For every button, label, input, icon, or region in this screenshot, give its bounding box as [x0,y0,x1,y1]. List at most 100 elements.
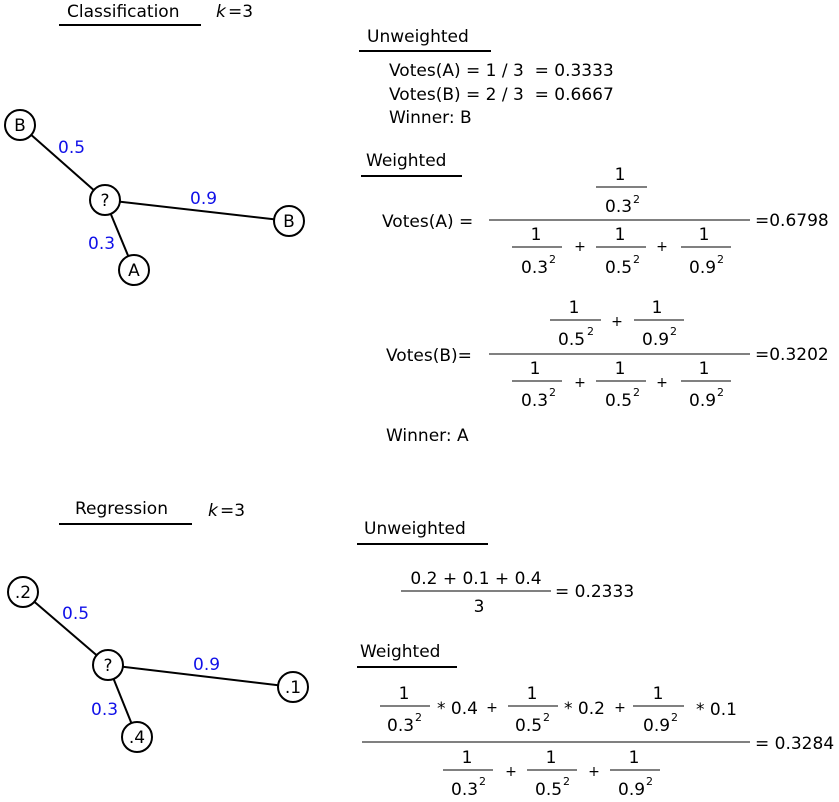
classification-k-value: =3 [228,2,253,22]
distance-label-01: 0.9 [193,655,220,675]
term-base: 0.5 [558,330,585,350]
term-exponent: 2 [479,775,486,788]
term-base: 0.9 [642,330,669,350]
node-value-04 [121,721,153,753]
classification-graph: B ? B A 0.5 0.9 0.3 [4,109,305,286]
unweighted-votes-a: Votes(A) = 1 / 3 = 0.3333 [389,61,614,81]
unweighted-denominator: 3 [474,597,485,617]
plus-sign: + [656,239,668,255]
term-one: 1 [652,298,663,318]
unweighted-winner: Winner: B [389,108,472,128]
plus-sign: + [611,314,623,330]
term-one: 1 [527,684,538,704]
edge-01 [107,664,294,688]
term-one: 1 [699,359,710,379]
edge-b1 [19,124,106,201]
plus-sign: + [505,764,517,780]
node-b-upper-label: B [14,116,26,136]
unweighted-votes-b: Votes(B) = 2 / 3 = 0.6667 [389,85,614,105]
edge-b2 [104,199,290,222]
multiplier-04: * 0.4 [437,699,478,719]
regression-k-label: k [208,501,219,521]
plus-sign: + [588,764,600,780]
node-value-02-label: .2 [15,583,31,603]
classification-title: Classification [67,2,179,22]
term-one: 1 [699,225,710,245]
node-value-02 [7,576,39,608]
term-exponent: 2 [633,193,640,206]
term-exponent: 2 [717,253,724,266]
term-base: 0.3 [605,197,632,217]
term-one: 1 [653,684,664,704]
regression-title: Regression [75,499,168,519]
term-one: 1 [569,298,580,318]
weighted-votes-a-result: =0.6798 [755,211,829,231]
term-one: 1 [530,359,541,379]
term-base: 0.3 [451,780,478,800]
term-one: 1 [399,684,410,704]
classification-weighted-heading: Weighted [366,151,446,171]
term-base: 0.5 [605,258,632,278]
regression-graph: .2 ? .1 .4 0.5 0.9 0.3 [7,576,309,753]
node-value-01-label: .1 [285,678,301,698]
term-base: 0.3 [387,716,414,736]
term-base: 0.9 [618,780,645,800]
node-b-right-label: B [283,212,295,232]
term-exponent: 2 [633,253,640,266]
term-base: 0.3 [521,391,548,411]
term-exponent: 2 [415,711,422,724]
term-one: 1 [546,748,557,768]
term-exponent: 2 [646,775,653,788]
term-exponent: 2 [633,386,640,399]
edge-02 [22,591,109,666]
regression-unweighted-heading: Unweighted [364,519,466,539]
term-exponent: 2 [549,386,556,399]
regression-weighted-heading: Weighted [360,642,440,662]
node-a-label: A [128,261,140,281]
plus-sign: + [486,700,498,716]
term-one: 1 [629,748,640,768]
weighted-votes-b-equation: Votes(B)= 1 0.5 2 + 1 0.9 2 1 0.3 2 + 1 … [386,298,829,411]
term-base: 0.9 [689,258,716,278]
distance-label-02: 0.5 [62,604,89,624]
distance-label-b-right: 0.9 [190,189,217,209]
node-b-right [273,205,305,237]
regression-weighted-equation: 1 0.3 2 * 0.4 + 1 0.5 2 * 0.2 + 1 0.9 2 … [362,684,834,800]
term-one: 1 [531,225,542,245]
term-exponent: 2 [671,711,678,724]
regression-k-value: =3 [220,501,245,521]
term-base: 0.5 [535,780,562,800]
term-base: 0.5 [515,716,542,736]
term-exponent: 2 [670,325,677,338]
node-b-upper [4,109,36,141]
multiplier-01: * 0.1 [696,700,737,720]
unweighted-numerator: 0.2 + 0.1 + 0.4 [410,569,541,589]
plus-sign: + [656,375,668,391]
term-exponent: 2 [563,775,570,788]
term-exponent: 2 [587,325,594,338]
term-base: 0.5 [605,391,632,411]
distance-label-b-upper: 0.5 [58,138,85,158]
weighted-winner: Winner: A [386,426,469,446]
term-exponent: 2 [543,711,550,724]
term-base: 0.9 [689,391,716,411]
term-exponent: 2 [549,253,556,266]
weighted-votes-b-result: =0.3202 [755,345,829,365]
distance-label-04: 0.3 [91,700,118,720]
classification-unweighted-heading: Unweighted [367,27,469,47]
regression-unweighted-equation: 0.2 + 0.1 + 0.4 3 = 0.2333 [401,569,634,617]
term-one: 1 [615,225,626,245]
weighted-votes-a-label: Votes(A) = [382,212,473,232]
node-value-01 [277,671,309,703]
node-query-label: ? [100,191,109,211]
term-one: 1 [615,165,626,185]
node-a [118,254,150,286]
classification-k-label: k [216,2,227,22]
plus-sign: + [574,375,586,391]
term-one: 1 [615,359,626,379]
node-value-04-label: .4 [129,728,145,748]
multiplier-02: * 0.2 [564,699,605,719]
weighted-regression-result: = 0.3284 [755,734,834,754]
node-query-label: ? [103,656,112,676]
